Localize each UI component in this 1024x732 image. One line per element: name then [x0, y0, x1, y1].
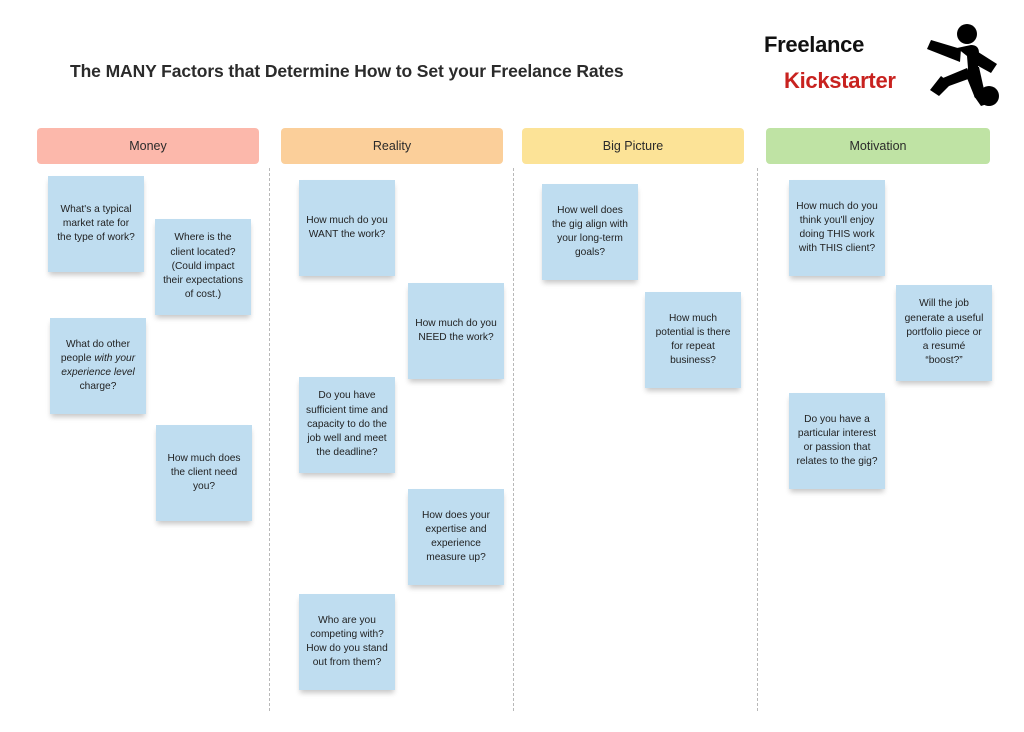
sticky-note-text: How much do you think you'll enjoy doing…	[796, 200, 878, 255]
sticky-note[interactable]: How much do you think you'll enjoy doing…	[789, 180, 885, 276]
column-divider-2	[513, 168, 514, 711]
sticky-note-text: What do other people with your experienc…	[60, 338, 136, 393]
logo-text-kickstarter: Kickstarter	[784, 68, 896, 93]
sticky-note[interactable]: Will the job generate a useful portfolio…	[896, 285, 992, 381]
sticky-note-text: Do you have a particular interest or pas…	[796, 413, 878, 468]
sticky-note-text: Who are you competing with? How do you s…	[306, 614, 388, 669]
column-header-money[interactable]: Money	[37, 128, 259, 164]
sticky-note[interactable]: How much does the client need you?	[156, 425, 252, 521]
column-header-reality[interactable]: Reality	[281, 128, 503, 164]
sticky-note[interactable]: What's a typical market rate for the typ…	[48, 176, 144, 272]
column-header-label: Big Picture	[602, 139, 664, 153]
sticky-note[interactable]: How well does the gig align with your lo…	[542, 184, 638, 280]
page-title: The MANY Factors that Determine How to S…	[70, 61, 624, 81]
sticky-note[interactable]: What do other people with your experienc…	[50, 318, 146, 414]
sticky-note-text: How much do you WANT the work?	[306, 214, 388, 240]
sticky-note-text: How much potential is there for repeat b…	[655, 312, 731, 367]
sticky-note-text: How does your expertise and experience m…	[422, 509, 490, 564]
sticky-note-text: Do you have sufficient time and capacity…	[306, 390, 388, 459]
sticky-note[interactable]: Who are you competing with? How do you s…	[299, 594, 395, 690]
sticky-note-text: How much does the client need you?	[167, 452, 241, 493]
sticky-note-text: What's a typical market rate for the typ…	[57, 203, 135, 244]
logo-text-freelance: Freelance	[764, 32, 865, 57]
column-header-motivation[interactable]: Motivation	[766, 128, 990, 164]
column-divider-1	[269, 168, 270, 711]
column-header-label: Motivation	[849, 139, 907, 153]
sticky-note-text: How much do you NEED the work?	[415, 317, 497, 343]
soccer-player-icon	[927, 24, 999, 106]
column-header-label: Money	[129, 139, 167, 153]
sticky-note-text: Where is the client located? (Could impa…	[163, 232, 243, 301]
column-divider-3	[757, 168, 758, 711]
sticky-note[interactable]: How much do you WANT the work?	[299, 180, 395, 276]
column-header-label: Reality	[372, 139, 412, 153]
sticky-note[interactable]: Do you have sufficient time and capacity…	[299, 377, 395, 473]
column-header-big-picture[interactable]: Big Picture	[522, 128, 744, 164]
sticky-note[interactable]: How much do you NEED the work?	[408, 283, 504, 379]
sticky-note[interactable]: How much potential is there for repeat b…	[645, 292, 741, 388]
sticky-note-text: Will the job generate a useful portfolio…	[904, 298, 984, 367]
sticky-note[interactable]: Do you have a particular interest or pas…	[789, 393, 885, 489]
sticky-note[interactable]: How does your expertise and experience m…	[408, 489, 504, 585]
sticky-note[interactable]: Where is the client located? (Could impa…	[155, 219, 251, 315]
brand-logo: Freelance Kickstarter	[760, 22, 1000, 110]
sticky-note-text: How well does the gig align with your lo…	[552, 204, 628, 259]
